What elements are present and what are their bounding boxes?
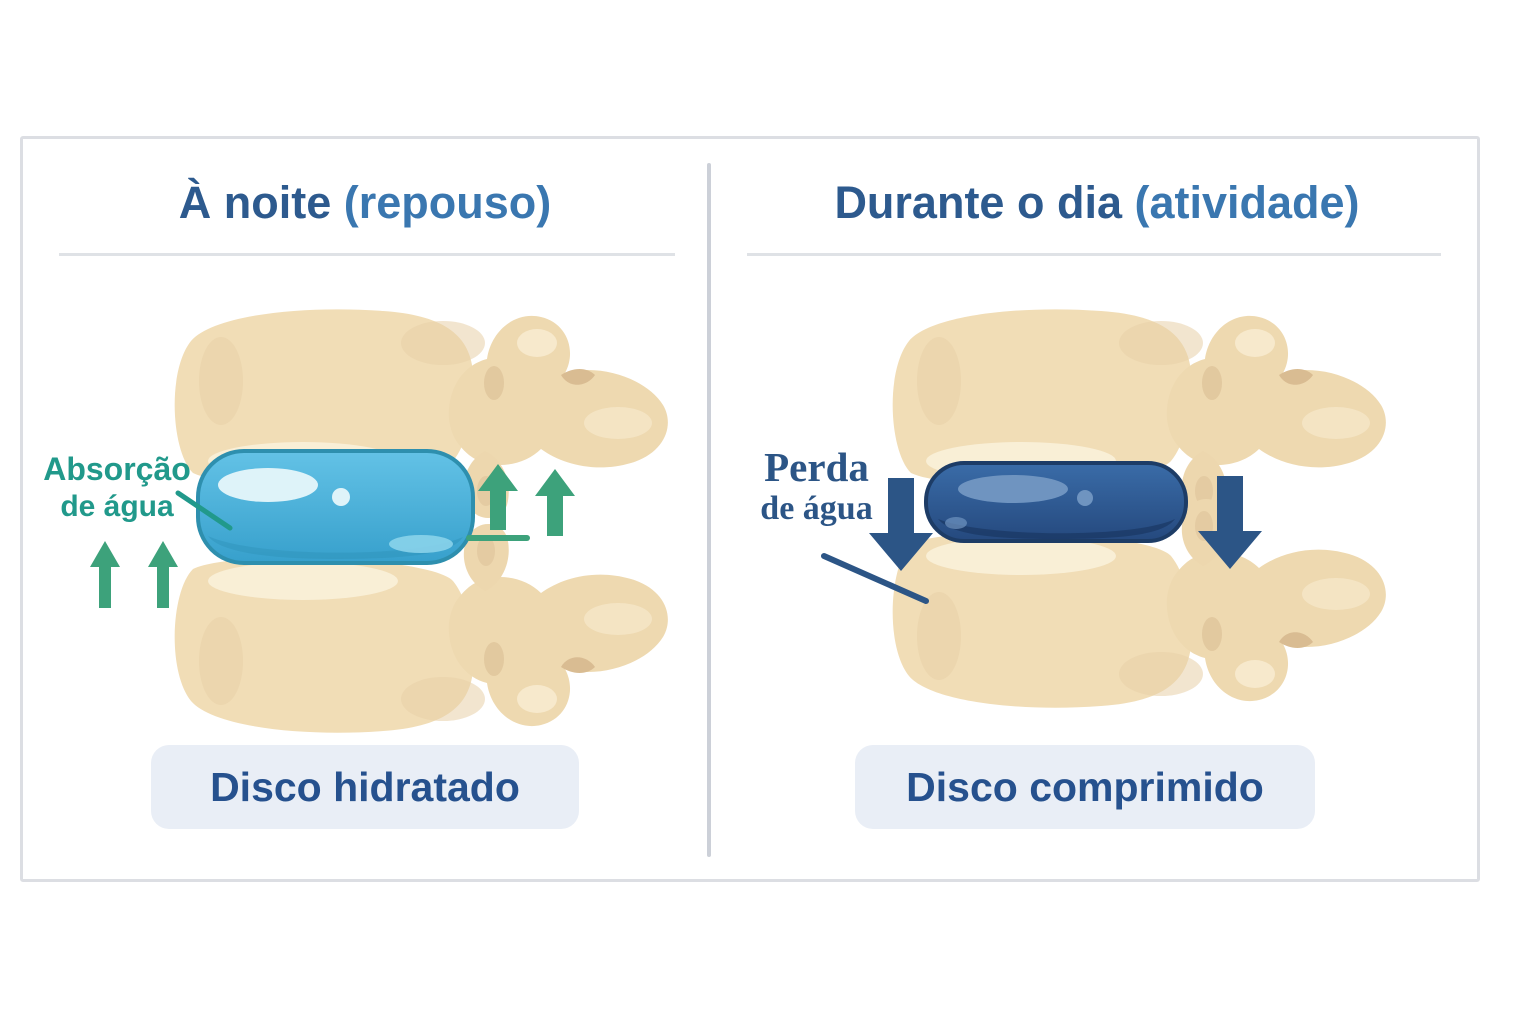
- up-arrow-icon: [148, 541, 178, 608]
- left-title-rule: [59, 253, 675, 256]
- down-arrow-icon: [869, 478, 933, 571]
- green-up-arrow-icons: [90, 464, 575, 608]
- left-panel-title: À noite (repouso): [23, 177, 707, 229]
- right-spine-illustration: [821, 309, 1386, 708]
- badge-label: Disco hidratado: [210, 763, 520, 810]
- left-annotation: Absorção de água: [33, 451, 201, 524]
- arrow-baseline: [466, 535, 530, 541]
- right-title-rule: [747, 253, 1441, 256]
- left-title-note: (repouso): [343, 177, 552, 228]
- hydrated-disc-icon: [196, 449, 475, 565]
- compressed-disc-icon: [924, 461, 1188, 543]
- annotation-pointer-line: [821, 553, 929, 604]
- right-caption-badge: Disco comprimido: [855, 745, 1315, 829]
- annotation-text: Absorção: [43, 451, 191, 487]
- left-title-main: À noite: [178, 177, 332, 228]
- badge-label: Disco comprimido: [906, 763, 1264, 810]
- up-arrow-icon: [478, 464, 518, 530]
- annotation-text: de água: [760, 490, 873, 528]
- annotation-text: Perda: [764, 444, 869, 490]
- diagram-frame: À noite (repouso) Abso: [20, 136, 1480, 882]
- right-title-note: (atividade): [1134, 177, 1360, 228]
- down-arrow-icon: [1198, 476, 1262, 569]
- navy-down-arrow-icons: [869, 476, 1262, 571]
- annotation-text: de água: [60, 489, 174, 523]
- left-caption-badge: Disco hidratado: [151, 745, 579, 829]
- up-arrow-icon: [90, 541, 120, 608]
- panel-divider: [707, 163, 711, 857]
- up-arrow-icon: [535, 469, 575, 536]
- right-panel-title: Durante o dia (atividade): [711, 177, 1483, 229]
- left-spine-illustration: [90, 309, 668, 733]
- right-annotation: Perda de água: [729, 444, 904, 528]
- right-title-main: Durante o dia: [834, 177, 1122, 228]
- annotation-pointer-line: [175, 490, 233, 531]
